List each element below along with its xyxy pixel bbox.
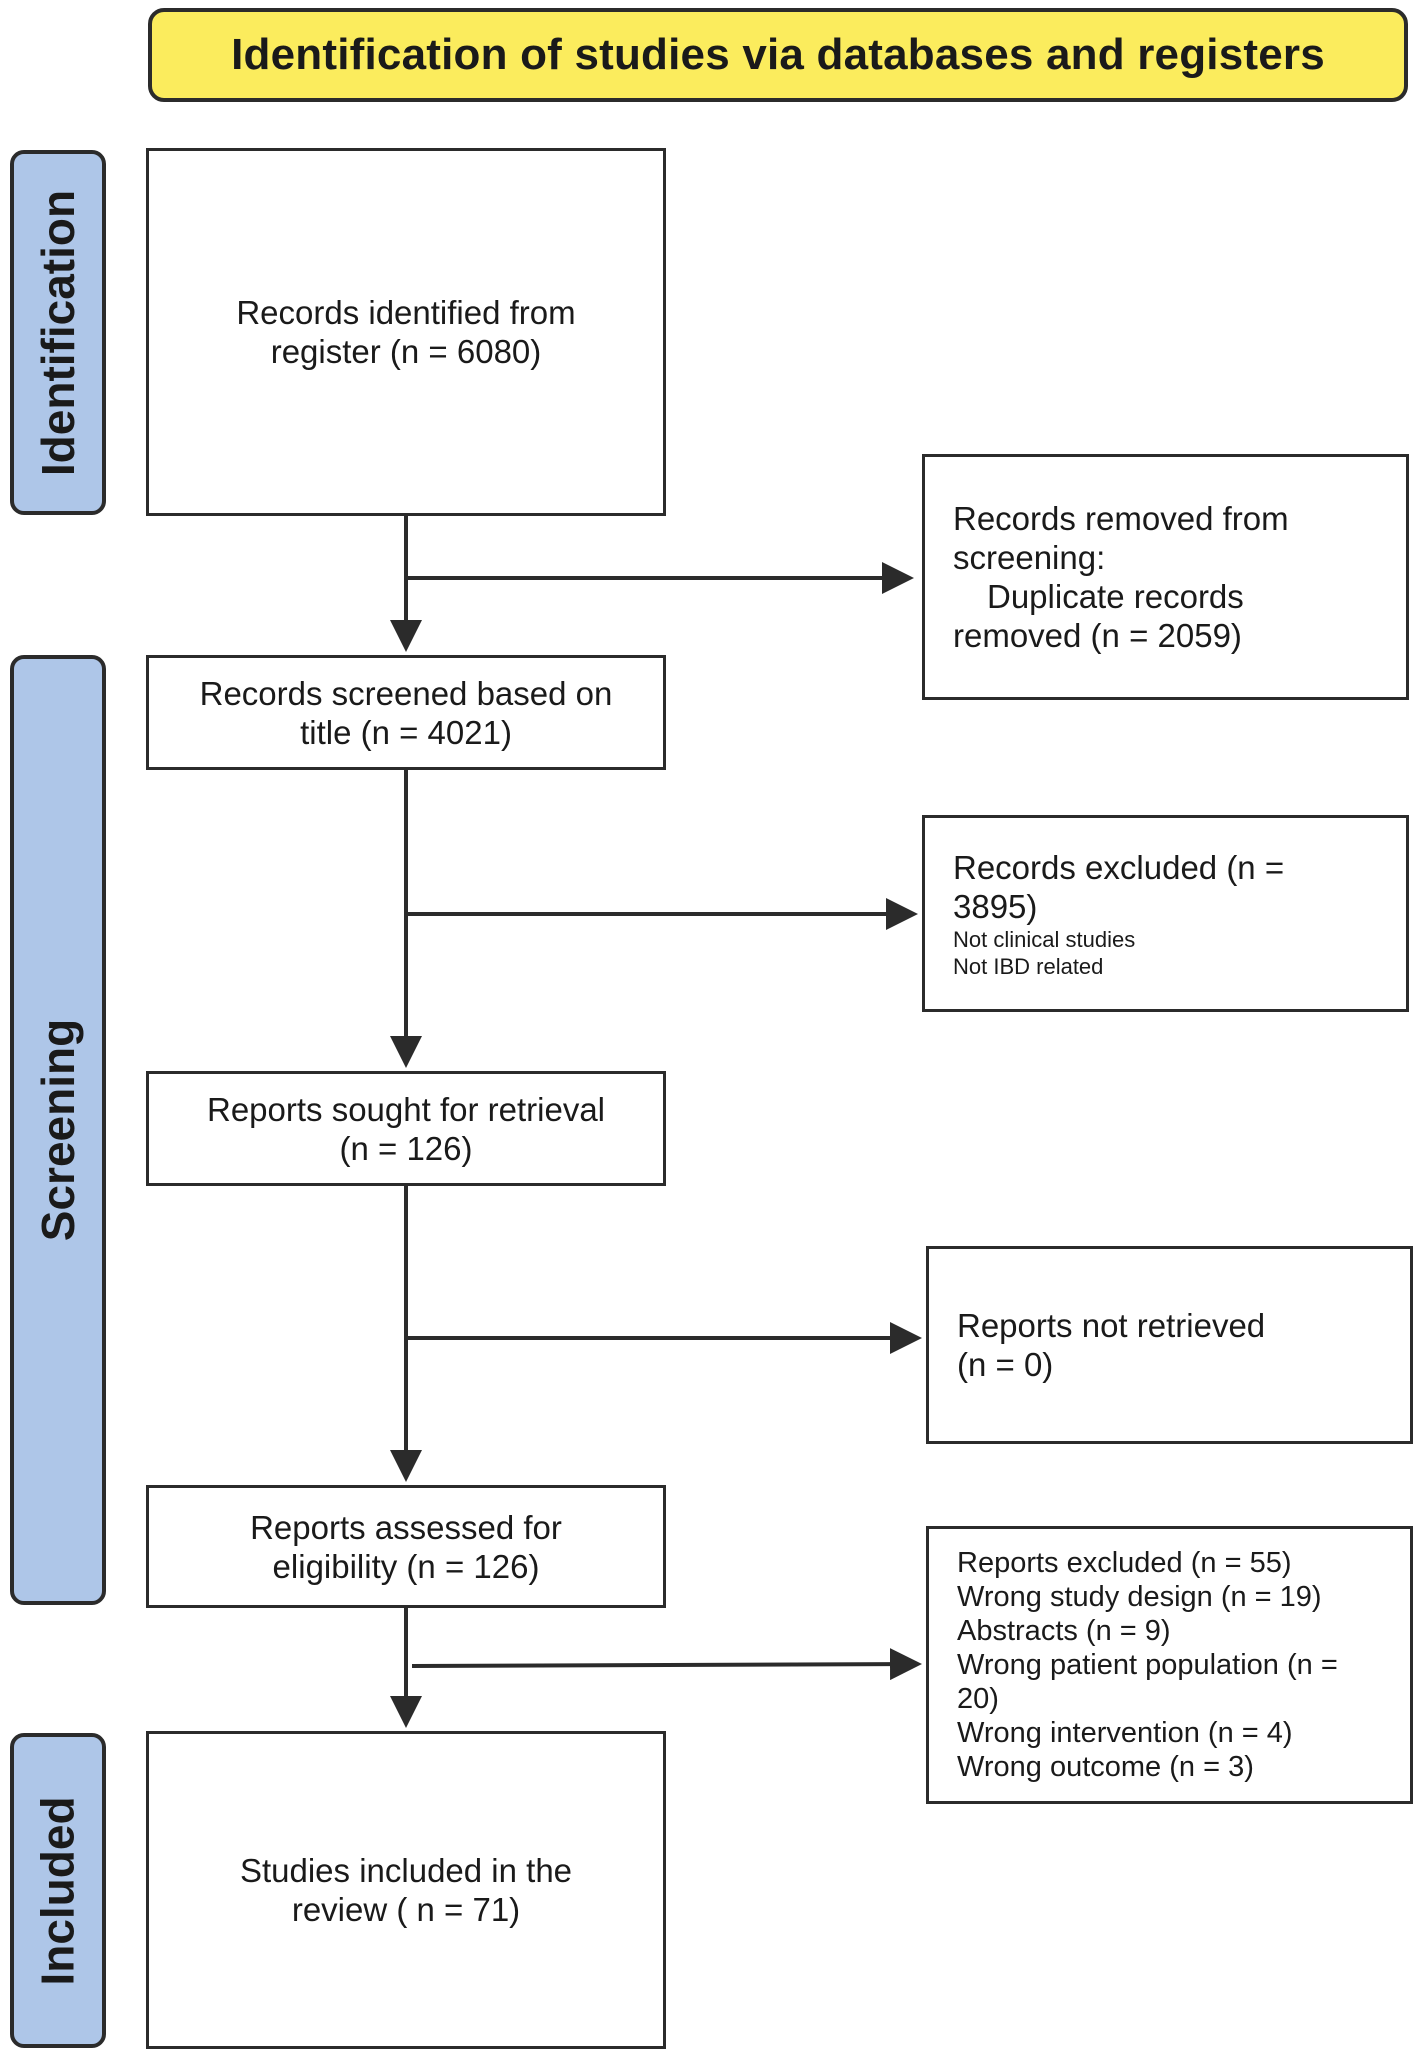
reports-excluded-line: Reports excluded (n = 55) (957, 1547, 1292, 1579)
records-removed-line4: removed (n = 2059) (953, 617, 1242, 654)
records-identified-line1: Records identified from (236, 294, 576, 331)
reports-assessed-line2: eligibility (n = 126) (272, 1547, 540, 1585)
records-excluded-line1: Records excluded (n = (953, 848, 1285, 886)
records-excluded-reason2: Not IBD related (953, 953, 1104, 979)
phase-identification: Identification (10, 150, 106, 515)
records-removed-line2: screening: (953, 539, 1106, 576)
reports-not-retrieved-line1: Reports not retrieved (957, 1307, 1266, 1344)
arrow-to-reports-excluded (411, 1648, 922, 1681)
phase-screening: Screening (10, 655, 106, 1605)
box-reports-not-retrieved: Reports not retrieved (n = 0) (926, 1246, 1413, 1444)
reports-assessed-line1: Reports assessed for (250, 1508, 562, 1546)
reports-excluded-line: Wrong patient population (n = (957, 1649, 1338, 1681)
box-records-excluded: Records excluded (n = 3895) Not clinical… (922, 815, 1409, 1012)
box-records-identified: Records identified from register (n = 60… (146, 148, 666, 516)
reports-excluded-line: Wrong outcome (n = 3) (957, 1751, 1254, 1783)
box-records-screened: Records screened based on title (n = 402… (146, 655, 666, 770)
box-reports-excluded: Reports excluded (n = 55) Wrong study de… (926, 1526, 1413, 1804)
records-excluded-reason1: Not clinical studies (953, 926, 1136, 952)
reports-not-retrieved-line2: (n = 0) (957, 1346, 1054, 1383)
studies-included-line1: Studies included in the (239, 1852, 573, 1889)
reports-excluded-line: Abstracts (n = 9) (957, 1615, 1171, 1647)
reports-excluded-line: Wrong study design (n = 19) (957, 1581, 1322, 1613)
studies-included-line2: review ( n = 71) (291, 1891, 521, 1928)
box-records-removed: Records removed from screening: Duplicat… (922, 454, 1409, 700)
reports-excluded-line: 20) (957, 1683, 999, 1715)
box-reports-assessed: Reports assessed for eligibility (n = 12… (146, 1485, 666, 1608)
box-reports-sought: Reports sought for retrieval (n = 126) (146, 1071, 666, 1186)
records-identified-line2: register (n = 6080) (270, 333, 542, 370)
reports-sought-line1: Reports sought for retrieval (206, 1090, 605, 1128)
records-screened-line1: Records screened based on (199, 674, 613, 712)
diagram-title: Identification of studies via databases … (148, 8, 1408, 102)
records-removed-line3: Duplicate records (987, 578, 1244, 615)
records-excluded-line2: 3895) (953, 887, 1038, 925)
records-screened-line2: title (n = 4021) (300, 713, 512, 751)
records-removed-line1: Records removed from (953, 500, 1289, 537)
reports-sought-line2: (n = 126) (339, 1129, 473, 1167)
reports-excluded-line: Wrong intervention (n = 4) (957, 1717, 1293, 1749)
box-studies-included: Studies included in the review ( n = 71) (146, 1731, 666, 2049)
phase-included: Included (10, 1733, 106, 2048)
